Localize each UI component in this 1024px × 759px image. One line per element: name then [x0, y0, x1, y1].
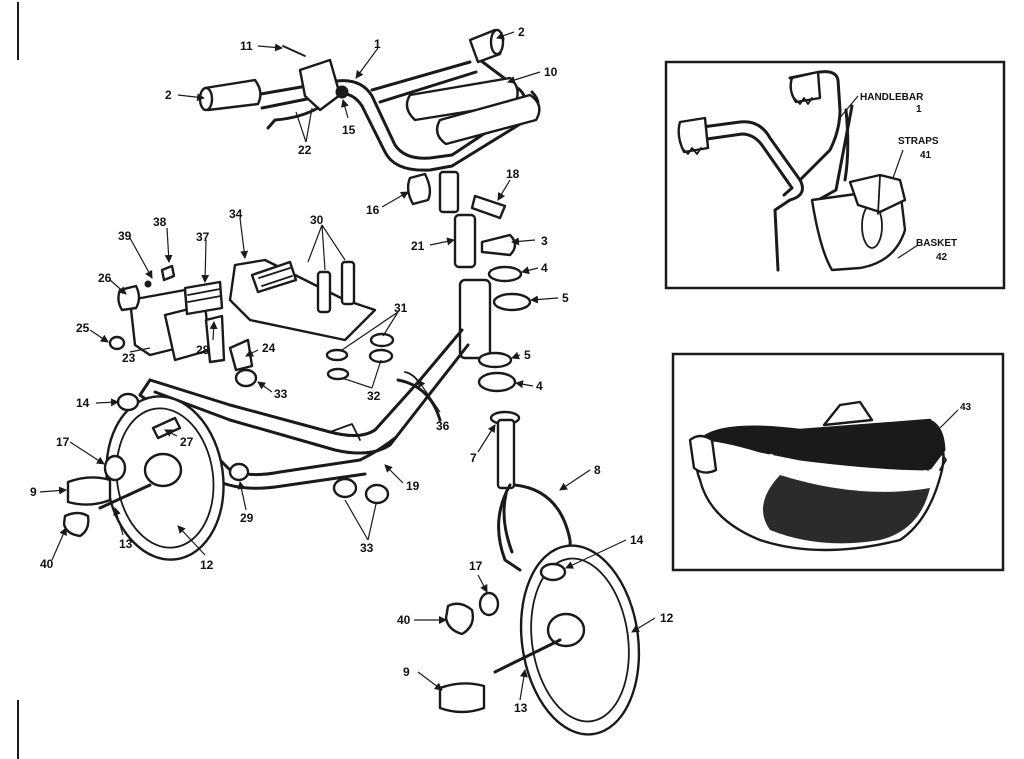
callout-23: 23: [122, 351, 136, 365]
callout-17-rear: 17: [56, 435, 70, 449]
callout-22: 22: [298, 143, 312, 157]
callout-11: 11: [240, 39, 253, 53]
callout-2-right: 2: [518, 25, 525, 39]
stem-parts: [406, 170, 532, 490]
callout-1: 1: [374, 37, 381, 51]
callout-9-front: 9: [403, 665, 410, 679]
callout-27: 27: [180, 435, 194, 449]
callout-9-rear: 9: [30, 485, 37, 499]
callout-28: 28: [196, 343, 210, 357]
inset-handlebar-basket: HANDLEBAR 1 STRAPS 41 BASKET 42: [664, 60, 1006, 290]
rear-wheel: [105, 392, 225, 561]
callout-40-rear: 40: [40, 557, 54, 571]
callout-38: 38: [153, 215, 167, 229]
label-straps-num: 41: [920, 150, 932, 161]
callout-24: 24: [262, 341, 276, 355]
callout-39: 39: [118, 229, 132, 243]
callout-12-rear: 12: [200, 558, 214, 572]
callout-37: 37: [196, 230, 210, 244]
callout-32: 32: [367, 389, 381, 403]
callout-34: 34: [229, 207, 243, 221]
callout-5-lower: 5: [524, 348, 531, 362]
callout-18: 18: [506, 167, 520, 181]
grip-left: [198, 78, 262, 112]
callout-15: 15: [342, 123, 356, 137]
callout-7: 7: [470, 451, 477, 465]
callout-12-front: 12: [660, 611, 674, 625]
callout-labels: 1 2 2 3 4 4 5 5 7 8 9 9 10 11 12 12 13 1…: [30, 25, 674, 715]
callout-13-rear: 13: [119, 537, 133, 551]
callout-31: 31: [394, 301, 408, 315]
washers: [325, 332, 395, 381]
front-wheel: [519, 544, 641, 736]
callout-33-upper: 33: [274, 387, 288, 401]
callout-16: 16: [366, 203, 380, 217]
callout-14-front: 14: [630, 533, 644, 547]
label-straps: STRAPS: [898, 136, 939, 147]
brake-lever: [266, 45, 349, 130]
callout-40-front: 40: [397, 613, 411, 627]
label-basket-num: 42: [936, 252, 948, 263]
callout-26: 26: [98, 271, 112, 285]
callout-2-left: 2: [165, 88, 172, 102]
rear-bracket: [108, 264, 224, 362]
callout-4-upper: 4: [541, 261, 548, 275]
callout-17-front: 17: [469, 559, 483, 573]
callout-8: 8: [594, 463, 601, 477]
inset-bag: 43: [671, 352, 1005, 572]
callout-21: 21: [411, 239, 425, 253]
handlebar-pads: [405, 76, 541, 146]
frame-feet: [228, 462, 390, 505]
callout-4-lower: 4: [536, 379, 543, 393]
rear-axle-parts: [62, 454, 152, 538]
label-handlebar: HANDLEBAR: [860, 92, 924, 103]
callout-36: 36: [436, 419, 450, 433]
front-axle-parts: [438, 562, 567, 714]
label-basket: BASKET: [916, 238, 957, 249]
callout-14-rear: 14: [76, 396, 90, 410]
grip-right: [468, 28, 505, 64]
callout-10: 10: [544, 65, 558, 79]
callout-5-upper: 5: [562, 291, 569, 305]
callout-30: 30: [310, 213, 324, 227]
brake-plate: [204, 258, 377, 388]
callout-3: 3: [541, 234, 548, 248]
leader-lines: [39, 31, 656, 701]
callout-19: 19: [406, 479, 420, 493]
label-handlebar-num: 1: [916, 104, 922, 115]
callout-33-lower: 33: [360, 541, 374, 555]
callout-29: 29: [240, 511, 254, 525]
callout-25: 25: [76, 321, 90, 335]
callout-13-front: 13: [514, 701, 528, 715]
label-bag-num: 43: [960, 402, 972, 413]
